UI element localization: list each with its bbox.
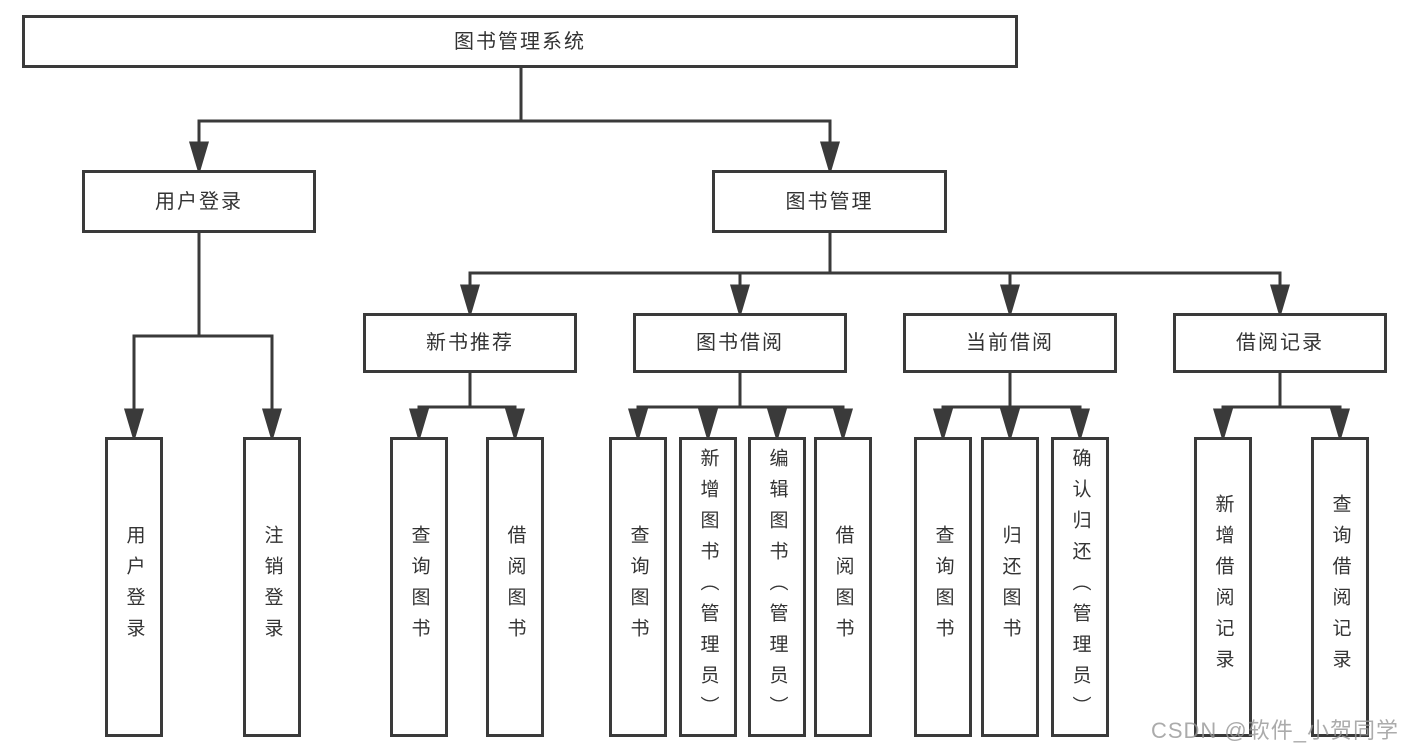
node-label: 借阅记录	[1236, 332, 1324, 354]
node-label: 确认归还（管理员）	[1069, 447, 1091, 727]
leaf-add-book-admin: 新增图书（管理员）	[679, 437, 737, 737]
connector-records-to-leaves	[1212, 371, 1351, 443]
leaf-borrow-books-newbook: 借阅图书	[486, 437, 544, 737]
leaf-query-borrow-record: 查询借阅记录	[1311, 437, 1369, 737]
node-book-borrowing: 图书借阅	[633, 313, 847, 373]
connector-currentborrow-to-leaves	[932, 371, 1091, 443]
node-label: 归还图书	[999, 525, 1021, 649]
node-borrowing-records: 借阅记录	[1173, 313, 1387, 373]
csdn-watermark: CSDN @软件_小贺同学	[1150, 718, 1399, 743]
node-book-management-branch: 图书管理	[712, 170, 947, 233]
leaf-add-borrow-record: 新增借阅记录	[1194, 437, 1252, 737]
node-label: 编辑图书（管理员）	[766, 447, 788, 727]
node-user-login-branch: 用户登录	[82, 170, 316, 233]
node-library-system: 图书管理系统	[22, 15, 1018, 68]
connector-userlogin-to-leaves	[123, 231, 283, 443]
leaf-borrow-books-borrow: 借阅图书	[814, 437, 872, 737]
node-label: 查询图书	[408, 525, 430, 649]
leaf-query-books-borrow: 查询图书	[609, 437, 667, 737]
node-label: 新增借阅记录	[1212, 494, 1234, 680]
node-label: 当前借阅	[966, 332, 1054, 354]
node-label: 图书借阅	[696, 332, 784, 354]
node-label: 借阅图书	[504, 525, 526, 649]
leaf-user-login: 用户登录	[105, 437, 163, 737]
leaf-return-books: 归还图书	[981, 437, 1039, 737]
leaf-query-books-newbook: 查询图书	[390, 437, 448, 737]
node-label: 用户登录	[123, 525, 145, 649]
connector-newbook-to-leaves	[408, 371, 526, 443]
node-label: 借阅图书	[832, 525, 854, 649]
leaf-edit-book-admin: 编辑图书（管理员）	[748, 437, 806, 737]
leaf-confirm-return-admin: 确认归还（管理员）	[1051, 437, 1109, 737]
node-label: 新增图书（管理员）	[697, 447, 719, 727]
node-label: 图书管理	[785, 190, 874, 213]
connector-bookborrow-to-leaves	[627, 371, 854, 443]
leaf-query-books-current: 查询图书	[914, 437, 972, 737]
node-label: 查询图书	[932, 525, 954, 649]
connector-bookmgmt-to-level3	[459, 231, 1291, 319]
leaf-logout: 注销登录	[243, 437, 301, 737]
node-label: 注销登录	[261, 525, 283, 649]
node-label: 查询借阅记录	[1329, 494, 1351, 680]
node-label: 查询图书	[627, 525, 649, 649]
node-label: 图书管理系统	[454, 30, 586, 53]
node-new-book-recommend: 新书推荐	[363, 313, 577, 373]
node-label: 新书推荐	[426, 332, 514, 354]
node-label: 用户登录	[155, 190, 243, 213]
connector-root-to-level2	[188, 66, 841, 176]
node-current-borrowing: 当前借阅	[903, 313, 1117, 373]
